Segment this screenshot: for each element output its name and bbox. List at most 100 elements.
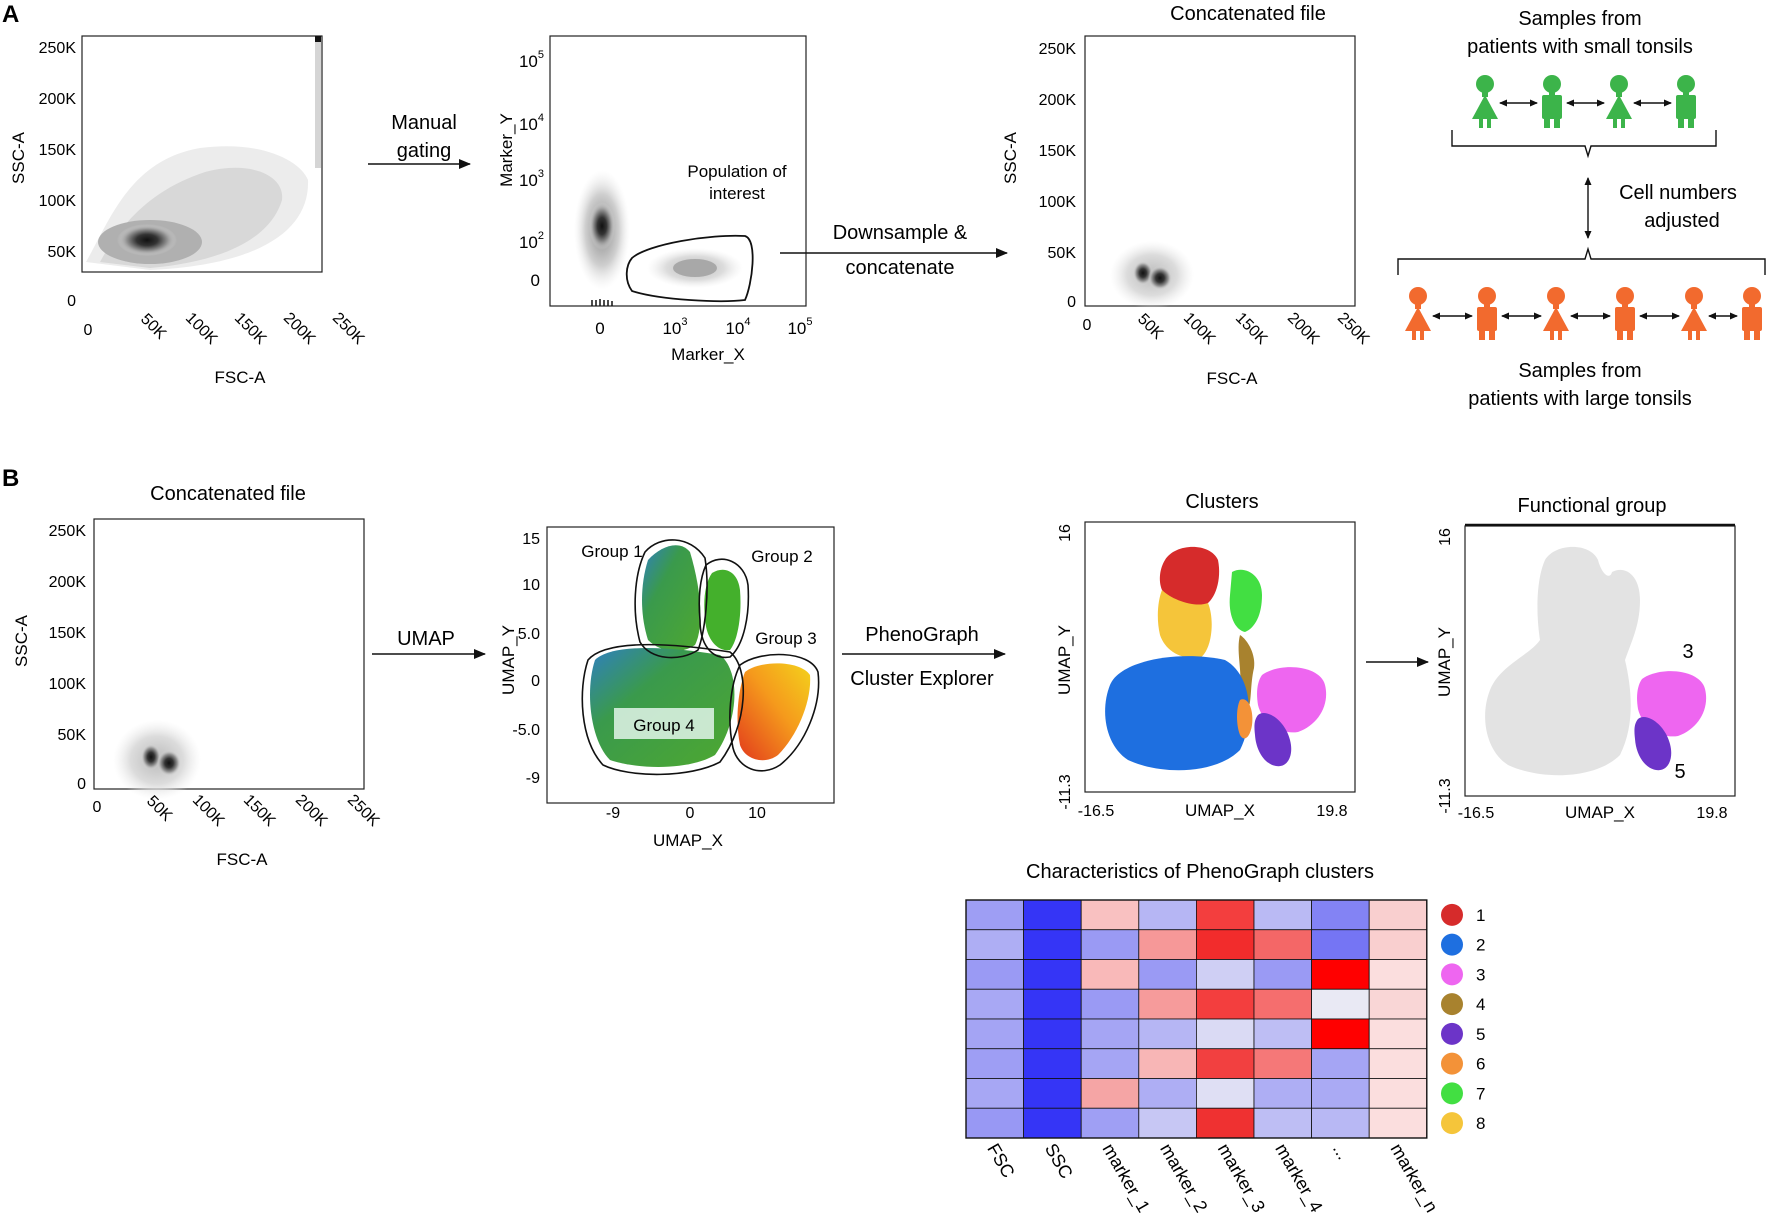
- heatmap-cell-r5-c4: [1138, 1018, 1197, 1050]
- umap-ylabel: UMAP_Y: [499, 625, 518, 695]
- clusters-xlabel: UMAP_X: [1185, 801, 1255, 820]
- person-leg: [1627, 331, 1633, 340]
- heatmap-cell-r4-c4: [1138, 988, 1197, 1020]
- arrow-manual-gating: Manual gating: [368, 112, 471, 169]
- person-female-icon: [1606, 75, 1632, 128]
- plot-a2-yticks: 105 104 103 102 0: [519, 49, 544, 290]
- heatmap-cell-r7-c2: [1023, 1078, 1082, 1109]
- umap-gate-group1: [634, 539, 708, 659]
- plot-b1-xtick-200k: 200K: [292, 792, 331, 831]
- heatmap-cell-r8-c3: [1080, 1107, 1140, 1139]
- plot-a1-yticks: 250K 200K 150K 100K 50K 0: [39, 40, 77, 310]
- cell-numbers-label-2: adjusted: [1644, 210, 1720, 232]
- plot-b1-xlabel: FSC-A: [217, 850, 269, 869]
- person-leg: [1489, 331, 1495, 340]
- plot-a1-ytick-150k: 150K: [39, 142, 77, 159]
- heatmap-cell-r6-c4: [1138, 1048, 1197, 1079]
- person-leg: [1544, 119, 1550, 128]
- heatmap-cell-r6-c1: [965, 1048, 1024, 1079]
- functional-label-3: 3: [1682, 641, 1693, 663]
- functional-grey-cloud: [1485, 546, 1640, 776]
- person-head: [1476, 75, 1494, 93]
- person-leg: [1420, 331, 1424, 340]
- person-male-icon: [1676, 75, 1696, 128]
- samples-top-label-1: Samples from: [1518, 8, 1641, 30]
- plot-a1-xtick-250k: 250K: [329, 310, 368, 349]
- ytick-base: 10: [519, 115, 538, 134]
- heatmap-cell-r2-c5: [1196, 929, 1255, 960]
- plot-a3-xtick-250k: 250K: [1334, 310, 1373, 349]
- plot-b1-ytick-150k: 150K: [49, 625, 87, 642]
- legend-swatch-2: [1441, 933, 1463, 956]
- heatmap-cell-r1-c3: [1080, 899, 1140, 931]
- legend-label-2: 2: [1476, 936, 1485, 955]
- heatmap-cell-r3-c3: [1080, 959, 1140, 990]
- umap-cloud-group2: [704, 569, 741, 651]
- plot-a3-ytick-200k: 200K: [1039, 92, 1077, 109]
- plot-a1-density-core: [117, 224, 177, 256]
- person-body-dress: [1681, 307, 1707, 331]
- heatmap-column-label-2: SSC: [1041, 1140, 1077, 1182]
- plot-a3-yticks: 250K 200K 150K 100K 50K 0: [1039, 41, 1077, 311]
- xtick-base: 10: [725, 319, 744, 338]
- umap-gate-group3: [729, 653, 820, 772]
- heatmap-cell-r2-c1: [965, 929, 1024, 960]
- heatmap-cell-r6-c2: [1023, 1048, 1082, 1079]
- person-neck: [1549, 91, 1555, 97]
- plot-a2-ytick-1e3: 103: [519, 168, 544, 190]
- plot-a3-ytick-0: 0: [1067, 294, 1076, 311]
- cluster-2-blue: [1105, 656, 1249, 771]
- heatmap-column-label-5: marker_3: [1213, 1140, 1269, 1216]
- ytick-exp: 2: [538, 230, 544, 242]
- umap-ytick-15: 15: [522, 531, 540, 548]
- cluster-8-yellow: [1157, 590, 1212, 659]
- person-male-icon: [1615, 287, 1635, 340]
- heatmap-cell-r2-c4: [1138, 929, 1197, 960]
- legend-label-8: 8: [1476, 1114, 1485, 1133]
- plot-b1-ytick-200k: 200K: [49, 574, 87, 591]
- person-leg: [1678, 119, 1684, 128]
- person-female-icon: [1405, 287, 1431, 340]
- plot-b1-ytick-100k: 100K: [49, 676, 87, 693]
- plot-a3-xtick-100k: 100K: [1180, 310, 1219, 349]
- person-body-dress: [1472, 95, 1498, 119]
- heatmap-cell-r1-c5: [1196, 899, 1255, 931]
- heatmap-cell-r5-c3: [1080, 1018, 1140, 1050]
- legend-label-5: 5: [1476, 1025, 1485, 1044]
- heatmap-cell-r3-c1: [965, 959, 1024, 990]
- heatmap-cell-r8-c5: [1196, 1107, 1255, 1139]
- ytick-exp: 3: [538, 168, 544, 180]
- person-leg: [1487, 119, 1491, 128]
- umap-cloud-group3: [737, 663, 811, 761]
- xtick-base: 10: [662, 319, 681, 338]
- plot-a2-gate-label-2: interest: [709, 184, 765, 203]
- legend-swatch-7: [1441, 1082, 1463, 1105]
- person-body: [1542, 95, 1562, 119]
- heatmap-cell-r2-c2: [1023, 929, 1082, 960]
- plot-a3-ylabel: SSC-A: [1001, 131, 1020, 184]
- person-head: [1685, 287, 1703, 305]
- plot-a3-xtick-50k: 50K: [1134, 311, 1166, 343]
- umap-gate-group2: [698, 558, 750, 659]
- plot-a3-xtick-0: 0: [1083, 317, 1092, 334]
- functional-ytick-16: 16: [1437, 528, 1454, 546]
- arrow-downsample: Downsample & concatenate: [780, 222, 1008, 279]
- heatmap-cell-r3-c5: [1196, 959, 1255, 990]
- heatmap-cells: [965, 899, 1428, 1139]
- plot-a2-gate: [625, 234, 754, 303]
- cluster-1-red: [1159, 546, 1220, 606]
- plot-a3-xtick-200k: 200K: [1284, 310, 1323, 349]
- legend-label-7: 7: [1476, 1084, 1485, 1103]
- umap-ytick-10: 10: [522, 577, 540, 594]
- person-leg: [1696, 331, 1700, 340]
- plot-a2-ytick-1e2: 102: [519, 230, 544, 252]
- legend-swatch-3: [1441, 963, 1463, 986]
- heatmap-cell-r5-c2: [1023, 1018, 1082, 1050]
- functional-label-5: 5: [1674, 761, 1685, 783]
- person-leg: [1744, 331, 1750, 340]
- heatmap-cell-r6-c3: [1080, 1048, 1140, 1079]
- legend-swatch-6: [1441, 1052, 1463, 1075]
- heatmap-cell-r4-c5: [1196, 988, 1255, 1020]
- cluster-7-green: [1229, 569, 1262, 632]
